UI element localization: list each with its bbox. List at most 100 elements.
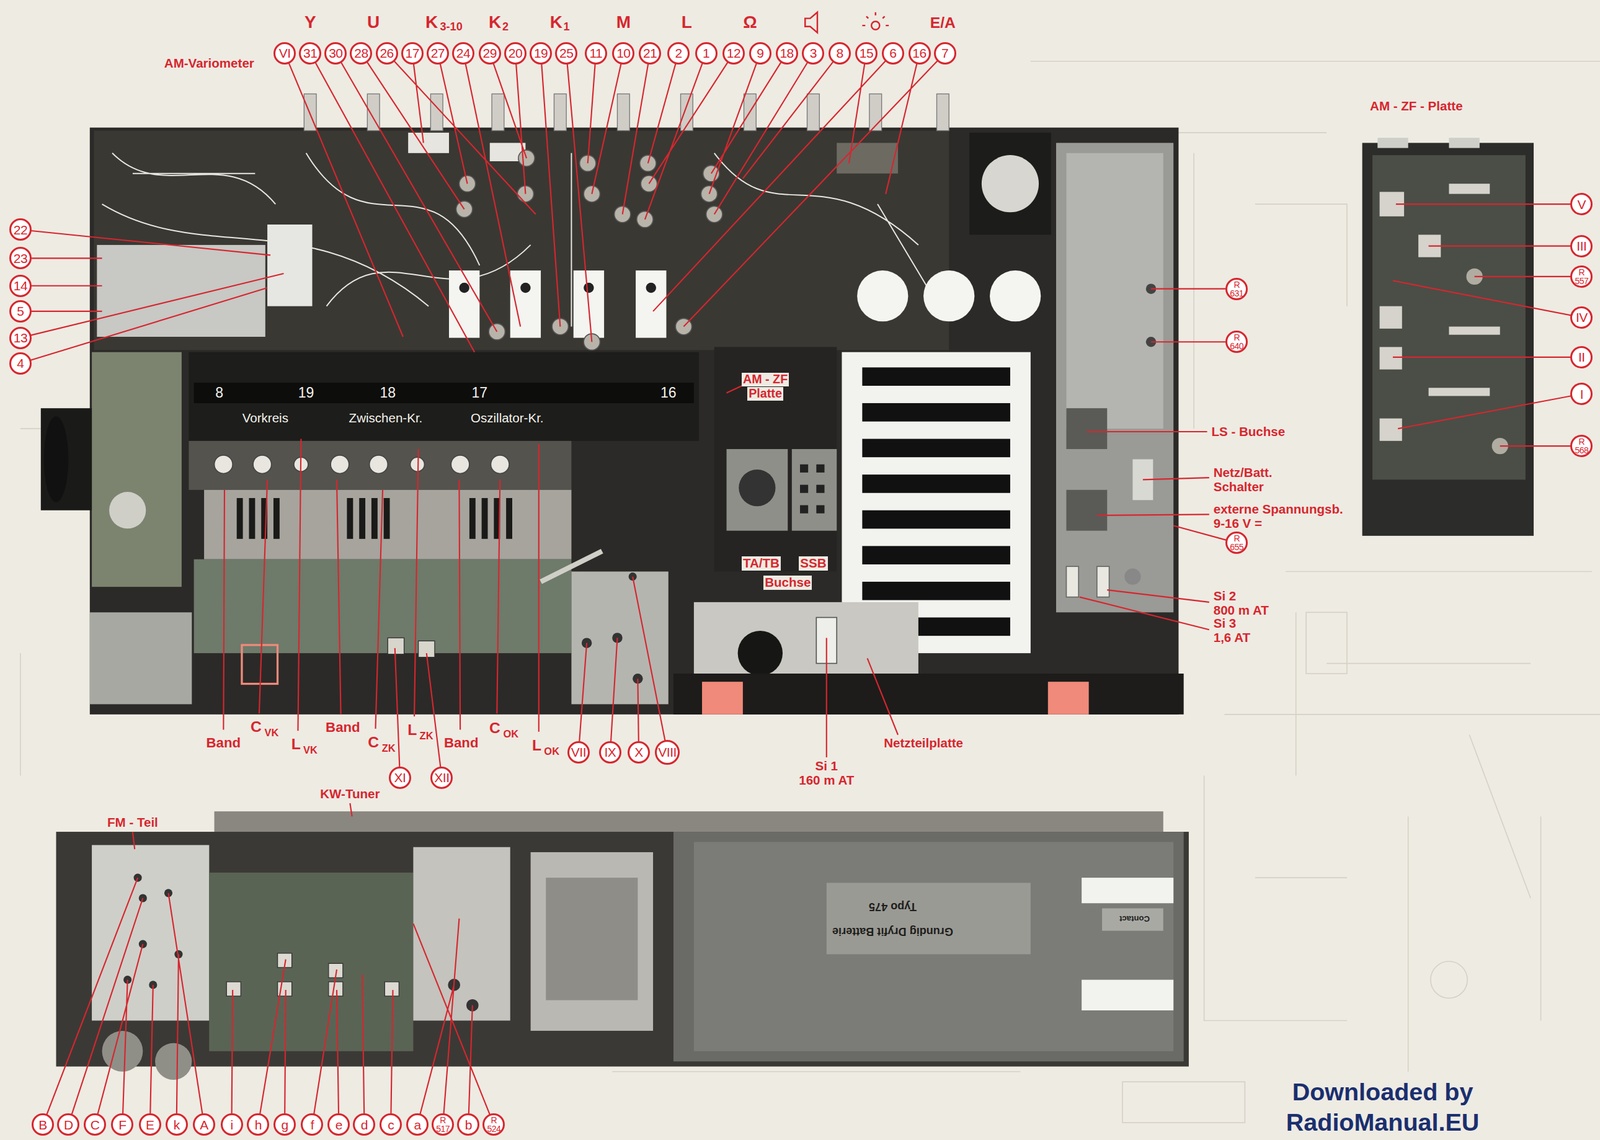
callout-circle: X [627, 741, 650, 764]
callout-number: 31 [303, 46, 317, 60]
callout-circle: A [192, 1113, 216, 1136]
callout-number: 27 [431, 46, 445, 60]
callout-number: 24 [456, 46, 471, 60]
part-label: L [290, 735, 303, 753]
callout-number: 4 [16, 356, 24, 370]
callout-circle: 13 [9, 326, 32, 350]
leader-lines [20, 53, 1582, 1125]
callout-number: I [1580, 387, 1584, 401]
dial-label: 17 [470, 385, 490, 401]
part-label: Si 2 [1212, 589, 1238, 604]
callout-number: 655 [1229, 542, 1244, 552]
callout-circle: 25 [555, 42, 578, 65]
part-label: L [530, 736, 543, 754]
callout-circle: h [246, 1113, 270, 1136]
part-label: AM - ZF - Platte [1368, 99, 1465, 114]
callout-number: 11 [589, 46, 603, 60]
part-label: K [424, 13, 440, 33]
callout-circle: 14 [9, 274, 32, 298]
callout-circle: 8 [828, 42, 851, 65]
callout-circle: R517 [431, 1113, 454, 1136]
callout-circle: 17 [401, 42, 424, 65]
callout-circle: R655 [1225, 531, 1248, 554]
callout-circle: d [352, 1113, 376, 1136]
callout-number: 15 [859, 46, 874, 60]
part-label: Band [324, 720, 362, 735]
callout-number: F [118, 1118, 126, 1132]
part-label: FM - Teil [106, 815, 160, 830]
part-label: Si 1 [813, 759, 840, 774]
callout-circle: B [31, 1113, 54, 1136]
part-label: KW-Tuner [318, 786, 381, 802]
callout-number: XI [394, 770, 407, 784]
callout-number: b [465, 1118, 472, 1132]
part-label: 3-10 [439, 21, 464, 34]
watermark: RadioManual.EU [1284, 1108, 1481, 1136]
callout-circle: 27 [426, 42, 449, 65]
callout-number: f [310, 1118, 314, 1132]
dial-label: Oszillator-Kr. [469, 411, 546, 426]
callout-circle: VIII [654, 739, 680, 765]
part-label: Y [303, 13, 318, 33]
callout-number: IX [604, 745, 617, 759]
callout-circle: 12 [722, 42, 745, 65]
part-label: C [488, 719, 502, 737]
callout-number: 517 [435, 1124, 450, 1134]
part-label: AM - ZF [741, 372, 789, 387]
callout-number: 2 [675, 46, 683, 60]
part-label: LS - Buchse [1209, 424, 1287, 440]
part-label: Buchse [763, 575, 812, 590]
callout-circle: 16 [908, 42, 931, 65]
callout-circle: b [457, 1113, 480, 1136]
callout-circle: 3 [801, 42, 825, 65]
callout-number: 8 [836, 46, 844, 60]
dial-label: Zwischen-Kr. [347, 411, 425, 426]
dial-label: 18 [378, 385, 397, 401]
callout-circle: 5 [9, 300, 32, 323]
callout-number: 524 [486, 1124, 501, 1134]
callout-number: 1 [702, 46, 710, 60]
callout-number: X [634, 745, 644, 759]
callout-number: 16 [912, 46, 926, 60]
part-label: Band [442, 735, 480, 751]
callout-number: d [360, 1118, 368, 1132]
callout-circle: 4 [9, 352, 32, 375]
callout-circle: VII [567, 741, 590, 764]
callout-circle: E [138, 1113, 162, 1136]
am-zf-board [1362, 137, 1534, 536]
callout-number: 5 [16, 304, 24, 318]
callout-number: 23 [13, 251, 28, 265]
part-label: M [615, 13, 632, 33]
callout-circle: i [220, 1113, 244, 1136]
print-on-part: Grundig Dryfit Batterie [831, 924, 955, 938]
dial-label: 19 [297, 385, 316, 401]
callout-number: c [387, 1118, 394, 1132]
callout-number: 18 [779, 46, 794, 60]
part-label: VK [302, 744, 319, 756]
callout-number: 17 [405, 46, 420, 60]
callout-number: R [1233, 333, 1240, 342]
callout-number: 21 [643, 46, 657, 60]
callout-circle: 23 [9, 246, 32, 270]
callout-circle: I [1570, 382, 1593, 405]
callout-circle: D [57, 1113, 80, 1136]
callout-number: 557 [1574, 276, 1589, 286]
part-label: Platte [747, 386, 784, 401]
callout-circle: 9 [749, 42, 772, 65]
callout-number: 7 [941, 46, 949, 60]
part-label: Schalter [1212, 480, 1266, 495]
callout-number: 12 [726, 46, 741, 60]
dial-label: 16 [659, 385, 678, 401]
part-label: L [680, 13, 694, 33]
main-chassis [40, 93, 1184, 714]
callout-number: A [199, 1118, 209, 1132]
callout-circle: 2 [667, 42, 690, 65]
part-label: K [487, 13, 503, 33]
callout-number: 10 [616, 46, 631, 60]
callout-number: C [90, 1118, 100, 1132]
part-label: L [406, 721, 418, 738]
callout-circle: 24 [452, 42, 475, 65]
callout-circle: IX [599, 741, 622, 764]
callout-number: 28 [354, 46, 368, 60]
callout-circle: II [1570, 346, 1593, 369]
